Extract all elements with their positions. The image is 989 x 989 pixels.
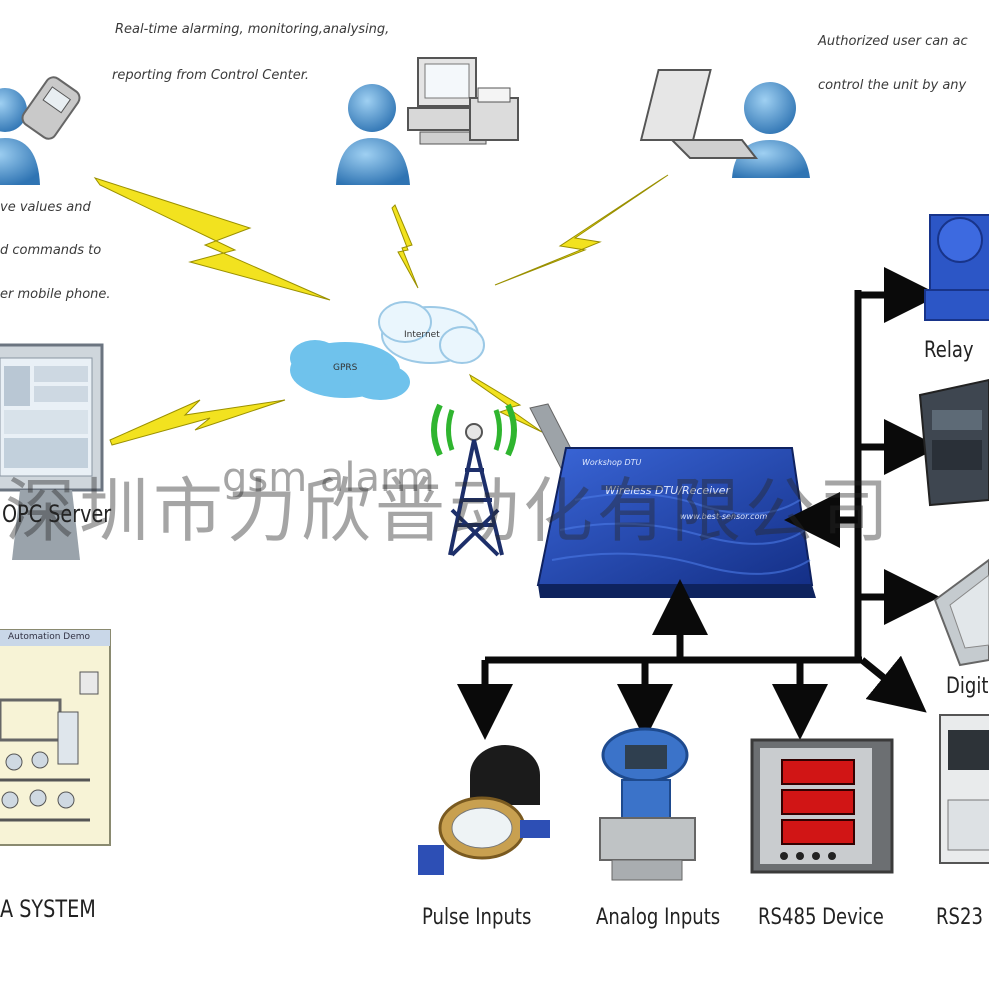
cloud-icon <box>290 301 485 400</box>
scada-system-label: A SYSTEM <box>0 895 96 923</box>
opc-server-label: OPC Server <box>2 500 112 528</box>
lightning-bolt-dtu <box>468 373 543 433</box>
rs232-device-icon <box>939 714 989 864</box>
antenna-tower-icon <box>431 403 517 557</box>
note-authorized-user-line-1: Authorized user can ac <box>818 34 968 49</box>
pressure-transmitter-icon <box>599 727 696 881</box>
printer-icon <box>469 87 519 141</box>
rs485-meter-icon <box>750 738 894 874</box>
plc-icon <box>918 378 989 507</box>
person-icon-mobile <box>0 88 40 185</box>
bus-wiring <box>457 267 940 740</box>
relay-label: Relay <box>924 338 974 363</box>
person-icon-control-center <box>336 84 410 185</box>
pulse-inputs-label: Pulse Inputs <box>422 905 532 930</box>
dtu-title: Wireless DTU/Receiver <box>605 484 731 497</box>
scada-screen-title: Automation Demo <box>8 632 91 642</box>
note-mobile-line-3: er mobile phone. <box>0 287 111 302</box>
note-mobile-line-2: d commands to <box>0 243 102 258</box>
analog-inputs-label: Analog Inputs <box>596 905 721 930</box>
internet-label: Internet <box>404 330 440 340</box>
opc-server-monitor-icon <box>0 343 104 560</box>
watermark-cjk: 深圳市力欣普动化有限公司 <box>5 470 893 552</box>
lightning-bolt-control-center <box>391 204 419 289</box>
relay-pump-icon <box>924 214 989 321</box>
laptop-icon <box>639 69 759 159</box>
person-icon-authorized-user <box>732 82 810 178</box>
rs485-device-label: RS485 Device <box>758 905 884 930</box>
dtu-brand: Workshop DTU <box>582 458 642 467</box>
lightning-bolt-opc <box>109 399 286 446</box>
note-control-center-line-1: Real-time alarming, monitoring,analysing… <box>115 22 390 37</box>
lightning-bolt-mobile <box>93 177 331 301</box>
rs232-label: RS23 <box>936 905 983 930</box>
scada-screen-icon <box>0 629 111 846</box>
gprs-label: GPRS <box>333 363 358 373</box>
note-authorized-user-line-2: control the unit by any <box>818 78 967 93</box>
digital-label: Digit <box>946 674 989 699</box>
watermark-latin: gsm alarm <box>222 455 435 501</box>
mobile-phone-icon <box>21 76 81 140</box>
water-meter-icon <box>418 745 550 875</box>
dtu-site: www.best-sensor.com <box>680 512 768 521</box>
digital-display-icon <box>933 558 989 667</box>
note-control-center-line-2: reporting from Control Center. <box>112 68 309 83</box>
note-mobile-line-1: ve values and <box>0 200 91 215</box>
lightning-bolt-authorized-user <box>494 174 669 286</box>
